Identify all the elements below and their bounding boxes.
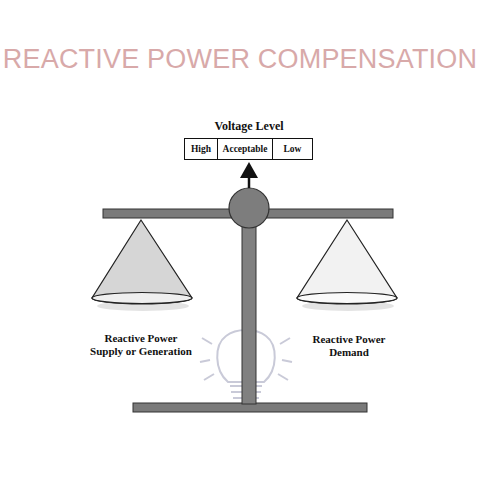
scale-label: Reactive Power Supply or Generation <box>88 332 194 358</box>
left-pan-rim <box>92 293 192 304</box>
indicator-heading: Voltage Level <box>182 119 316 133</box>
pivot <box>229 188 269 228</box>
level-text: Low <box>284 144 302 154</box>
level-text: Acceptable <box>223 144 268 154</box>
left-pan <box>92 220 192 304</box>
scale-post <box>242 224 256 404</box>
voltage-level-indicator: Voltage LevelHigh Acceptable Low <box>182 119 316 162</box>
diagram-title: REACTIVE POWER COMPENSATION <box>0 44 480 75</box>
right-pan <box>297 220 397 304</box>
voltage-level-box: Low <box>272 138 313 160</box>
voltage-level-box: High <box>184 138 218 160</box>
pointer-head <box>240 162 258 178</box>
right-pan-rim <box>297 293 397 304</box>
voltage-level-box: Acceptable <box>217 138 273 160</box>
level-text: High <box>191 144 211 154</box>
scale-label: Reactive Power Demand <box>294 333 404 359</box>
